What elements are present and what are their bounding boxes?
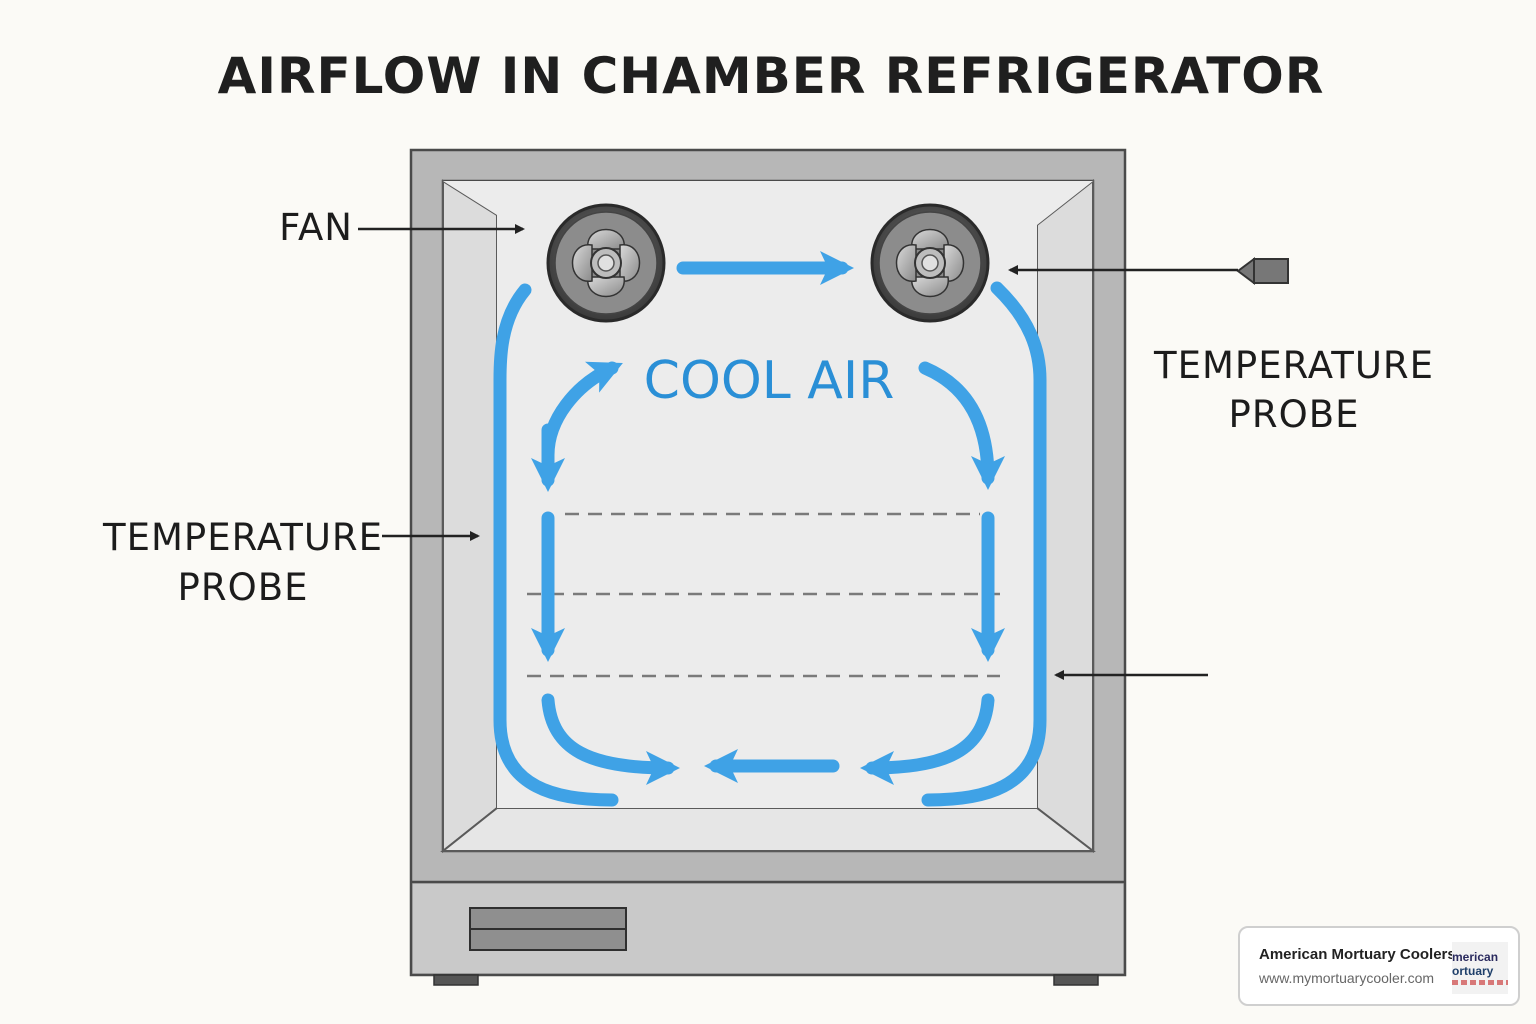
temperature-probe-icon (1236, 257, 1289, 285)
airflow-bottom-left (541, 693, 680, 785)
fan-icon (546, 203, 666, 323)
cabinet-foot-right (1053, 974, 1099, 986)
cool-air-label: COOL AIR (644, 351, 895, 411)
cabinet-foot-left (433, 974, 479, 986)
probe-left-label-line2: PROBE (178, 566, 309, 609)
probe-right-label-line2: PROBE (1229, 393, 1360, 436)
vent-icon (469, 907, 627, 951)
brand-badge[interactable]: American Mortuary Coolers www.mymortuary… (1238, 926, 1520, 1006)
brand-logo-stripe (1452, 980, 1508, 985)
chamber-floor (440, 807, 1096, 852)
chamber-back-panel (443, 181, 1093, 808)
airflow-outer-right (921, 281, 1047, 807)
airflow-arrows (493, 251, 1047, 807)
brand-logo-line1: merican (1452, 950, 1499, 964)
chamber-left-wall (442, 179, 498, 854)
brand-name: American Mortuary Coolers (1259, 946, 1456, 963)
fan-icon (870, 203, 990, 323)
airflow-inner-right (918, 361, 1005, 490)
airflow-outer-left (493, 283, 619, 807)
brand-logo-line2: ortuary (1452, 964, 1494, 978)
fan-label: FAN (279, 206, 353, 249)
brand-logo: merican ortuary (1452, 942, 1508, 994)
airflow-bottom-right (860, 693, 995, 785)
brand-url[interactable]: www.mymortuarycooler.com (1259, 970, 1435, 986)
probe-left-label-line1: TEMPERATURE (102, 516, 383, 559)
diagram-title: AIRFLOW IN CHAMBER REFRIGERATOR (218, 47, 1325, 105)
probe-right-label-line1: TEMPERATURE (1153, 344, 1434, 387)
